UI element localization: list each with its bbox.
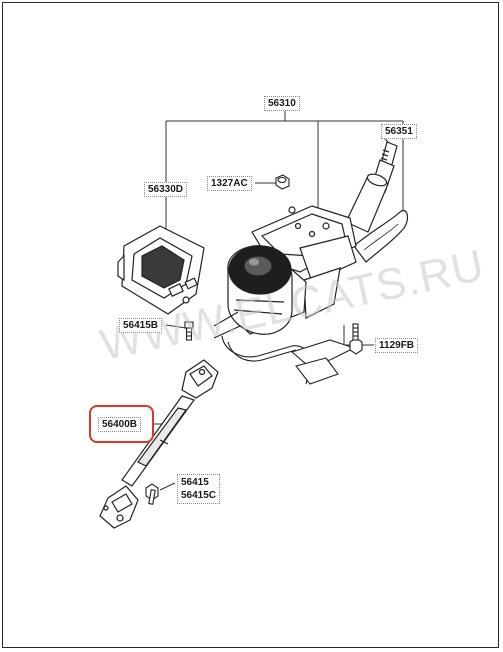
callout-56310[interactable]: 56310 (264, 96, 300, 111)
callout-56330d[interactable]: 56330D (144, 182, 188, 197)
callout-56415[interactable]: 56415 (181, 477, 209, 488)
tilt-lever (353, 210, 409, 263)
callout-56351[interactable]: 56351 (381, 124, 417, 139)
leader-56415 (159, 482, 176, 491)
wire-harness (213, 311, 356, 385)
upper-shaft (345, 141, 398, 233)
callout-56415c[interactable]: 56415C (181, 490, 217, 501)
bolt-56415b (184, 321, 194, 341)
ecu-module (117, 225, 205, 315)
intermediate-shaft (99, 359, 219, 529)
eps-motor (227, 245, 293, 335)
bolt-1129fb (349, 323, 363, 355)
callout-56415-group[interactable]: 56415 56415C (177, 474, 221, 504)
nut-1327ac (275, 174, 290, 190)
callout-56400b[interactable]: 56400B (98, 417, 142, 432)
highlight-56400b (89, 405, 154, 443)
leader-56415b (165, 324, 187, 329)
callout-1327ac[interactable]: 1327AC (207, 176, 252, 191)
callout-1129fb[interactable]: 1129FB (375, 338, 419, 353)
callout-56415b[interactable]: 56415B (119, 318, 163, 333)
bolt-56415 (145, 483, 159, 505)
